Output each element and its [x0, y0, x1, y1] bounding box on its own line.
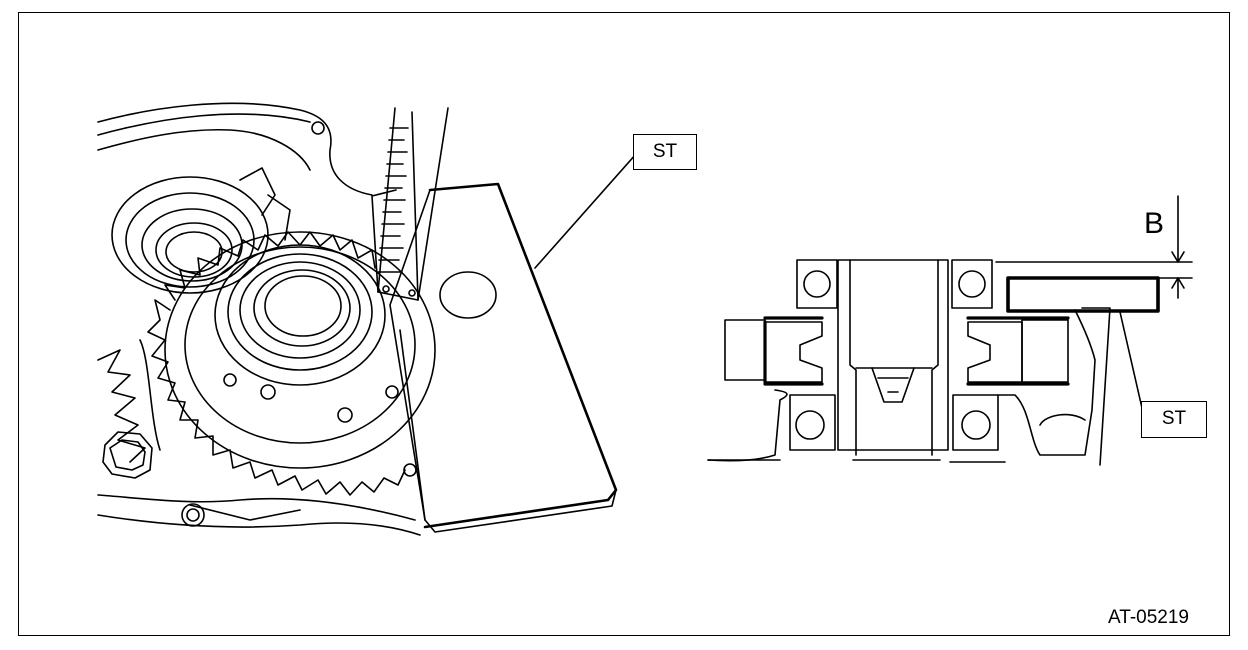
transmission-case	[97, 102, 421, 536]
differential-bearing	[214, 244, 417, 477]
special-tool-block	[1006, 276, 1160, 313]
right-section-view	[707, 195, 1193, 466]
shaft	[837, 259, 949, 451]
left-perspective-view	[97, 102, 637, 536]
upper-bearings	[796, 259, 993, 309]
ring-gear	[147, 231, 436, 496]
lower-bearings	[789, 394, 999, 451]
housing-outline	[707, 307, 1111, 466]
special-tool-plate	[389, 182, 618, 533]
side-bearing-housing	[111, 167, 291, 294]
st-label-right: ST	[1141, 401, 1207, 438]
figure-code: AT-05219	[1108, 607, 1189, 628]
dimension-b-arrows	[1171, 195, 1185, 299]
st-label-left: ST	[633, 134, 697, 170]
st-leader-right	[1119, 311, 1143, 409]
figure-frame	[18, 12, 1230, 636]
dimension-b-label: B	[1144, 207, 1165, 240]
side-gear-assembly	[724, 316, 1070, 386]
pinion-gear	[97, 339, 161, 463]
st-leader-left	[534, 153, 637, 269]
drain-plug	[102, 431, 205, 527]
vernier-caliper	[371, 107, 449, 301]
